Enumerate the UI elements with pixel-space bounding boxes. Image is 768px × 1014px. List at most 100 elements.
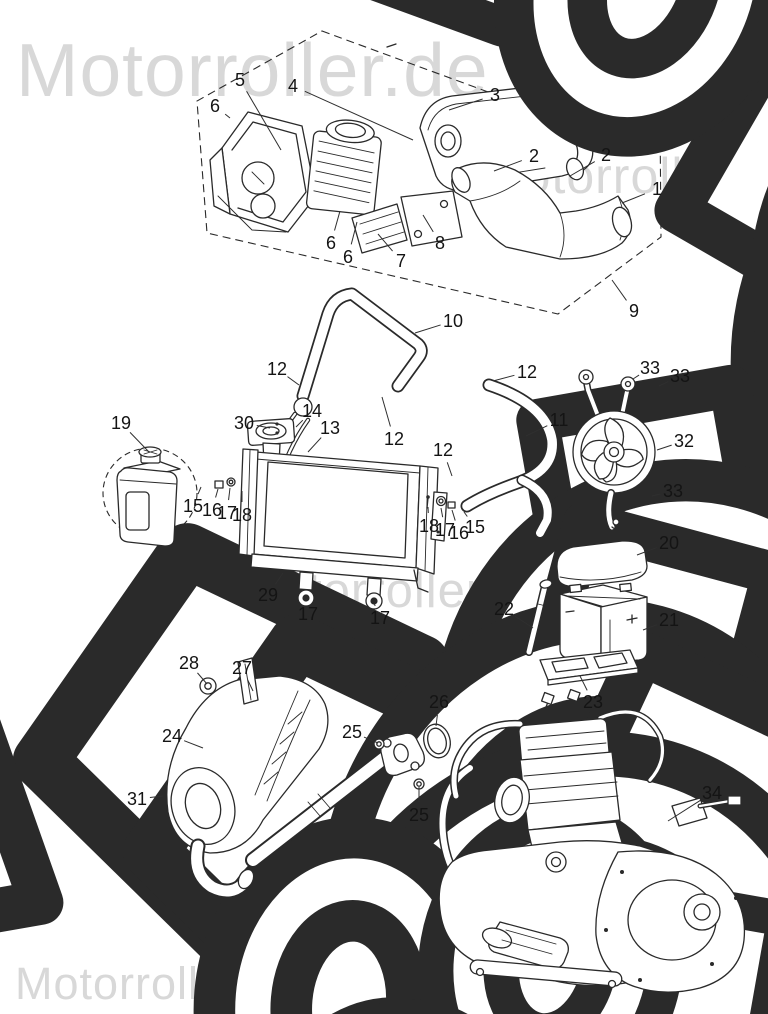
callout-leader: [463, 511, 468, 517]
callout-leader: [611, 279, 627, 301]
air-filter-element-drawing: [305, 119, 382, 216]
fasteners-left-15-18: [0, 477, 768, 1014]
callout-number: 27: [232, 658, 252, 678]
callout-number: 31: [127, 789, 147, 809]
callout-number: 33: [670, 366, 690, 386]
callout-leader: [493, 160, 523, 172]
muffler-24: [166, 675, 329, 854]
exhaust-gasket-26: [423, 723, 451, 759]
callout-leader: [247, 679, 254, 692]
callout-number: 5: [235, 70, 245, 90]
callout-number: 2: [529, 146, 539, 166]
callout-number: 8: [435, 233, 445, 253]
callout-leader: [287, 376, 300, 386]
engine-mount-bracket: [671, 795, 742, 827]
callout-number: 12: [384, 429, 404, 449]
callout-leader: [246, 90, 282, 151]
callout-number: 22: [494, 599, 514, 619]
callout-leader: [448, 98, 483, 111]
callout-number: 34: [702, 783, 722, 803]
battery-group-drawing: [525, 540, 648, 686]
watermark-text-top-left: Motorroller.de: [16, 28, 489, 112]
battery-tray-23: [539, 649, 639, 686]
callout-leader: [373, 602, 376, 607]
callout-leader: [492, 374, 515, 382]
header-pipe: [245, 744, 400, 868]
callout-leader: [440, 507, 444, 518]
callout-number: 11: [550, 410, 569, 430]
battery-cover-20: [556, 540, 648, 587]
callout-leader: [569, 161, 596, 177]
callout-number: 30: [234, 413, 254, 433]
battery-21: [559, 582, 648, 664]
bracket-drawings: [351, 190, 463, 254]
callout-number: 19: [111, 413, 131, 433]
washer-28: [199, 677, 217, 695]
callout-leader: [197, 672, 208, 685]
callout-leader: [656, 444, 672, 451]
callout-leader: [525, 425, 548, 437]
callout-number: 17: [370, 608, 390, 628]
callout-number: 2: [601, 145, 611, 165]
callout-number: 32: [674, 431, 694, 451]
callout-leader: [667, 799, 702, 822]
callout-number: 6: [326, 233, 336, 253]
callout-leader: [632, 374, 640, 380]
callout-number: 14: [302, 401, 322, 421]
radiator-hose-11-drawing: [215, 0, 768, 1014]
callout-leader: [256, 424, 271, 429]
callout-leader: [446, 462, 453, 477]
callout-number: 20: [659, 533, 679, 553]
callout-leader: [636, 547, 658, 556]
callout-leader: [334, 210, 341, 231]
callout-leader: [514, 615, 534, 629]
battery-vent-tube-22: [525, 579, 553, 656]
tail-pipe: [189, 838, 255, 899]
fasteners-right-15-18: [413, 495, 768, 1014]
callout-leader: [414, 324, 441, 334]
callout-leader: [377, 233, 393, 252]
callout-number: 28: [179, 653, 199, 673]
spark-plug-leads: [539, 688, 581, 723]
callout-number: 18: [419, 516, 439, 536]
callout-leader: [307, 437, 322, 453]
callout-leader: [363, 736, 379, 744]
callout-leader: [295, 419, 304, 428]
callout-number: 12: [517, 362, 537, 382]
callout-number: 17: [435, 520, 455, 540]
callout-leader: [129, 432, 150, 453]
callout-leader: [621, 193, 646, 204]
callout-leader: [642, 624, 658, 631]
callout-leader: [224, 113, 231, 119]
callout-number: 16: [202, 500, 222, 520]
callout-leader: [579, 675, 588, 691]
callout-leader: [183, 740, 204, 749]
radiator-grommet-17a: [297, 589, 315, 613]
callout-number: 17: [217, 503, 237, 523]
engine-drawing: [437, 688, 746, 993]
starter-motor: [481, 921, 569, 970]
callout-number: 15: [465, 517, 485, 537]
callout-number: 10: [443, 311, 463, 331]
callout-leader: [215, 488, 219, 498]
callout-number: 24: [162, 726, 182, 746]
callout-number: 26: [429, 692, 449, 712]
radiator-fan-drawing: [162, 0, 768, 531]
callout-number: 18: [232, 505, 252, 525]
callout-number: 1: [652, 179, 662, 199]
callout-leader: [197, 486, 202, 495]
callout-leader: [651, 493, 661, 497]
callout-number: 6: [343, 247, 353, 267]
callout-number: 4: [288, 76, 298, 96]
callout-leader: [149, 795, 164, 799]
callout-number: 15: [183, 496, 203, 516]
callout-leader: [304, 90, 414, 141]
radiator-drawing: [0, 418, 768, 1014]
callout-leader: [422, 214, 434, 233]
callout-number: 21: [659, 610, 679, 630]
callout-number: 25: [409, 805, 429, 825]
callout-number: 12: [267, 359, 287, 379]
callout-leader: [451, 509, 456, 521]
